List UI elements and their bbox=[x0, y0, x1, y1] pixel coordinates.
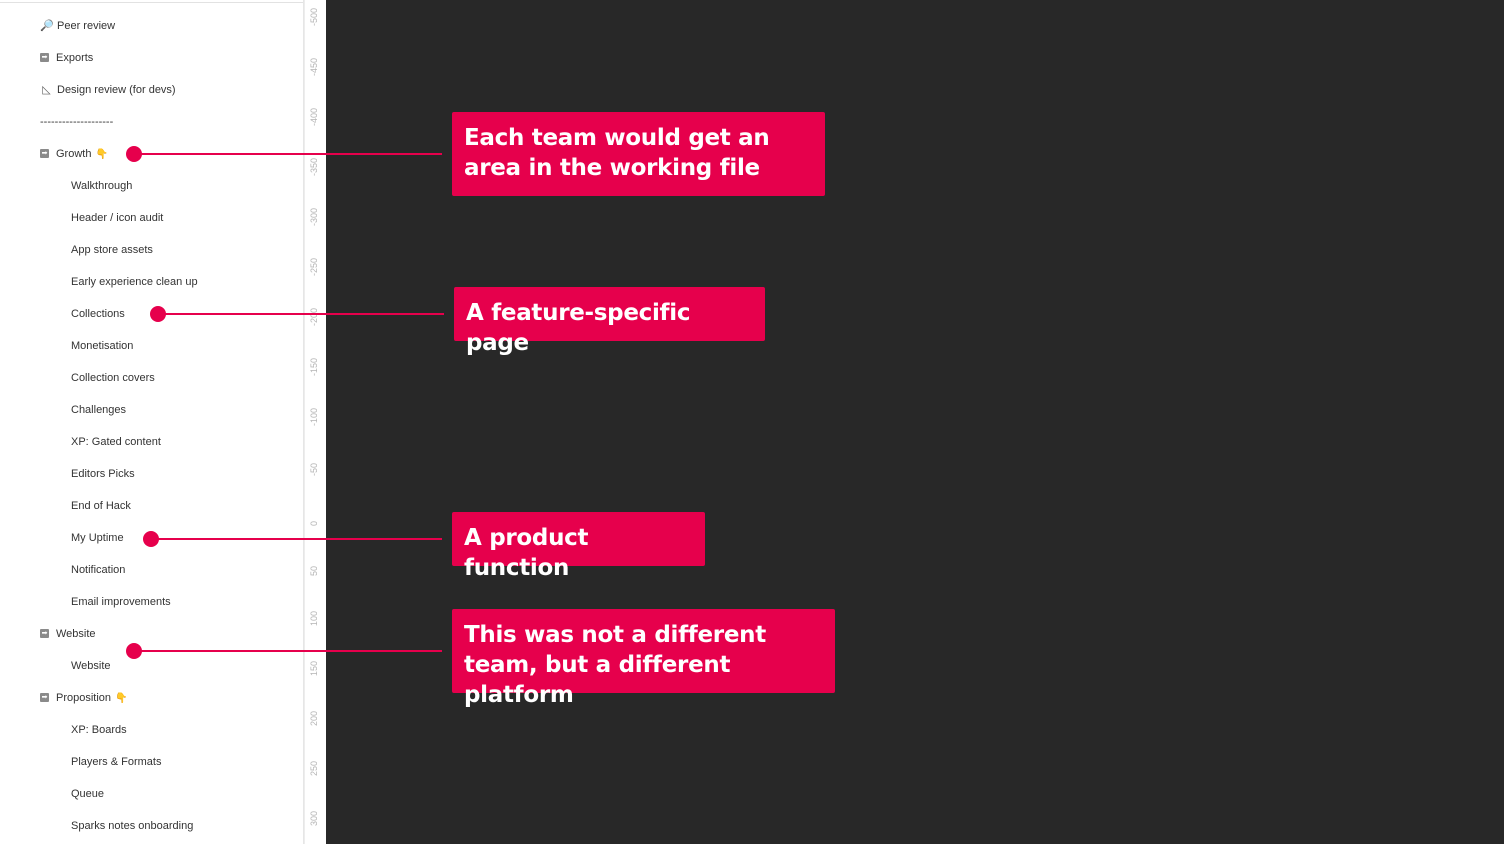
page-item[interactable]: Early experience clean up bbox=[71, 272, 198, 292]
page-item[interactable]: ➡ Growth👇 bbox=[40, 144, 108, 164]
page-label: Early experience clean up bbox=[71, 276, 198, 288]
ruler-tick-label: -400 bbox=[309, 107, 319, 126]
page-label: Collections bbox=[71, 308, 125, 320]
ruler-tick-label: 0 bbox=[309, 520, 319, 526]
ruler-tick-label: -250 bbox=[309, 257, 319, 276]
page-item[interactable]: XP: Gated content bbox=[71, 432, 161, 452]
page-item[interactable]: ➡ Exports bbox=[40, 48, 93, 68]
triangle-ruler-icon: ◺ bbox=[42, 84, 51, 96]
page-item[interactable]: Editors Picks bbox=[71, 464, 135, 484]
page-label: Exports bbox=[56, 52, 94, 64]
ruler-tick-label: 100 bbox=[309, 610, 319, 626]
ruler-tick-label: -450 bbox=[309, 57, 319, 76]
arrow-box-icon: ➡ bbox=[40, 628, 49, 638]
page-label: End of Hack bbox=[71, 500, 131, 512]
page-label: My Uptime bbox=[71, 532, 124, 544]
ruler-tick-label: 250 bbox=[309, 760, 319, 776]
ruler-tick-label: 300 bbox=[309, 810, 319, 826]
page-label: Players & Formats bbox=[71, 756, 162, 768]
connector-line-website bbox=[134, 650, 442, 652]
ruler-tick-label: -50 bbox=[309, 462, 319, 476]
arrow-box-icon: ➡ bbox=[40, 692, 49, 702]
page-label: Website bbox=[56, 628, 96, 640]
page-label: Header / icon audit bbox=[71, 212, 164, 224]
page-item[interactable]: Email improvements bbox=[71, 592, 171, 612]
connector-line-collections bbox=[158, 313, 444, 315]
callout-team-area: Each team would get an area in the worki… bbox=[452, 112, 825, 196]
page-item[interactable]: Collection covers bbox=[71, 368, 155, 388]
callout-platform: This was not a different team, but a dif… bbox=[452, 609, 835, 708]
ruler-tick-label: -150 bbox=[309, 357, 319, 376]
page-label: -------------------- bbox=[40, 116, 114, 128]
page-item[interactable]: ➡ Proposition👇 bbox=[40, 688, 128, 708]
pointing-down-icon: 👇 bbox=[115, 693, 128, 704]
marker-dot-my-uptime bbox=[143, 531, 159, 547]
page-label: Collection covers bbox=[71, 372, 155, 384]
page-label: Queue bbox=[71, 788, 105, 800]
magnifier-icon: 🔎 bbox=[40, 20, 54, 32]
sidebar-top-divider bbox=[0, 2, 303, 3]
ruler-tick-label: 50 bbox=[309, 565, 319, 576]
pages-sidebar: 🔎Peer review ➡ Exports ◺ Design review (for … bbox=[0, 0, 304, 844]
page-item[interactable]: End of Hack bbox=[71, 496, 131, 516]
page-label: Challenges bbox=[71, 404, 127, 416]
marker-dot-website bbox=[126, 643, 142, 659]
page-label: XP: Gated content bbox=[71, 436, 161, 448]
page-label: Monetisation bbox=[71, 340, 134, 352]
callout-product-function: A product function bbox=[452, 512, 705, 581]
marker-dot-growth bbox=[126, 146, 142, 162]
page-item[interactable]: Header / icon audit bbox=[71, 208, 163, 228]
page-item[interactable]: ◺ Design review (for devs) bbox=[40, 80, 176, 100]
ruler-tick-label: 200 bbox=[309, 710, 319, 726]
marker-dot-collections bbox=[150, 306, 166, 322]
page-item[interactable]: Monetisation bbox=[71, 336, 133, 356]
ruler-tick-label: -500 bbox=[309, 7, 319, 26]
page-item[interactable]: Notification bbox=[71, 560, 125, 580]
page-label: Website bbox=[71, 660, 111, 672]
page-label: App store assets bbox=[71, 244, 153, 256]
page-label: Proposition bbox=[56, 692, 112, 704]
arrow-box-icon: ➡ bbox=[40, 52, 49, 62]
page-item[interactable]: Players & Formats bbox=[71, 752, 161, 772]
page-label: Growth bbox=[56, 148, 92, 160]
page-label: Peer review bbox=[57, 20, 116, 32]
page-item[interactable]: App store assets bbox=[71, 240, 153, 260]
page-item[interactable]: Queue bbox=[71, 784, 104, 804]
ruler-tick-label: -200 bbox=[309, 307, 319, 326]
page-label: Sparks notes onboarding bbox=[71, 820, 194, 832]
page-label: Notification bbox=[71, 564, 126, 576]
page-item[interactable]: Challenges bbox=[71, 400, 126, 420]
ruler-tick-label: 150 bbox=[309, 660, 319, 676]
page-label: Design review (for devs) bbox=[57, 84, 176, 96]
page-item[interactable]: Sparks notes onboarding bbox=[71, 816, 193, 836]
page-label: Walkthrough bbox=[71, 180, 133, 192]
page-item[interactable]: Collections bbox=[71, 304, 125, 324]
page-item[interactable]: 🔎Peer review bbox=[40, 16, 115, 36]
ruler-tick-label: -300 bbox=[309, 207, 319, 226]
page-label: Editors Picks bbox=[71, 468, 135, 480]
page-item[interactable]: ➡ Website bbox=[40, 624, 96, 644]
pointing-down-icon: 👇 bbox=[95, 149, 108, 160]
page-item[interactable]: Walkthrough bbox=[71, 176, 132, 196]
page-divider[interactable]: -------------------- bbox=[40, 112, 113, 132]
ruler-tick-label: -350 bbox=[309, 157, 319, 176]
ruler-tick-label: -100 bbox=[309, 407, 319, 426]
connector-line-my-uptime bbox=[151, 538, 442, 540]
callout-feature-page: A feature-specific page bbox=[454, 287, 765, 356]
page-label: Email improvements bbox=[71, 596, 171, 608]
arrow-box-icon: ➡ bbox=[40, 148, 49, 158]
page-label: XP: Boards bbox=[71, 724, 127, 736]
page-item[interactable]: My Uptime bbox=[71, 528, 124, 548]
connector-line-growth bbox=[134, 153, 442, 155]
page-item[interactable]: XP: Boards bbox=[71, 720, 127, 740]
page-item[interactable]: Website bbox=[71, 656, 111, 676]
